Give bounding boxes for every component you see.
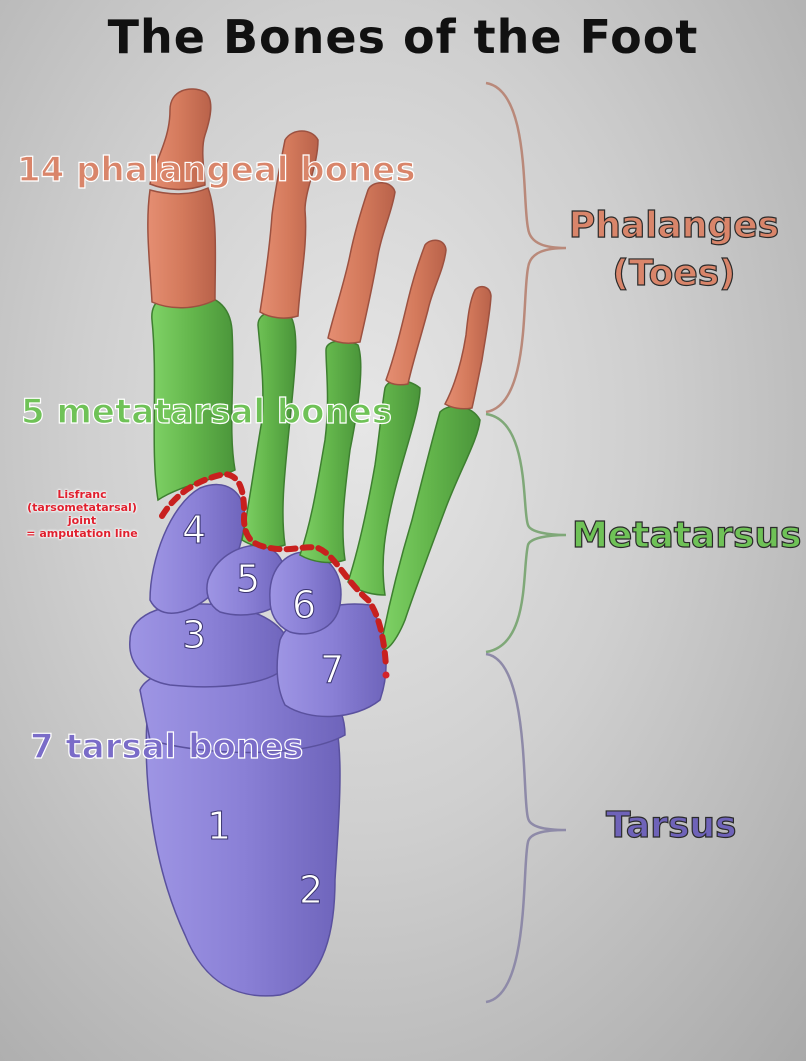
lisfranc-line1: Lisfranc [57,488,107,501]
tarsal-number-4: 4 [181,508,207,553]
hallux-proximal [147,186,217,309]
tarsal-count-label: 7 tarsal bones [29,726,304,767]
brace-tarsus [485,652,567,1004]
page-title: The Bones of the Foot [107,10,699,64]
tarsal-number-3: 3 [181,613,207,658]
lisfranc-line4: = amputation line [26,527,138,540]
tarsal-number-1: 1 [206,804,232,849]
navicular [129,603,292,688]
lisfranc-joint-end-dot [382,671,390,679]
tarsal-number-2: 2 [298,868,324,913]
toe2-phalanges [259,130,319,319]
region-label-metatarsus: Metatarsus [571,514,802,556]
phalangeal-count-label: 14 phalangeal bones [16,149,416,190]
metatarsal-3 [299,340,362,564]
phalanx-bones [147,88,492,410]
tarsal-bones [129,483,387,997]
lisfranc-line2: (tarsometatarsal) [27,501,137,514]
metatarsal-2 [241,310,297,549]
region-label-tarsus: Tarsus [605,804,737,846]
tarsal-number-5: 5 [235,557,261,602]
lisfranc-joint-label: Lisfranc (tarsometatarsal) joint = amput… [6,488,158,540]
region-label-phalanges: Phalanges (Toes) [560,202,788,298]
lisfranc-joint-line [159,470,389,671]
lateral-cuneiform [269,551,342,635]
metatarsal-5 [381,405,481,651]
brace-phalanges [485,81,567,414]
toe3-phalanges [327,182,396,344]
metatarsal-4 [347,379,421,596]
brace-metatarsus [485,412,567,654]
tarsal-number-6: 6 [291,583,317,628]
tarsal-number-7: 7 [319,648,345,693]
metatarsal-bones [151,292,481,651]
hallux-distal [149,88,212,191]
lisfranc-line3: joint [67,514,97,527]
metatarsal-count-label: 5 metatarsal bones [20,391,393,432]
toe5-phalanges [443,285,492,410]
region-label-phalanges-line1: Phalanges [568,204,780,246]
region-label-phalanges-line2: (Toes) [612,252,736,294]
toe4-phalanges [385,239,447,386]
